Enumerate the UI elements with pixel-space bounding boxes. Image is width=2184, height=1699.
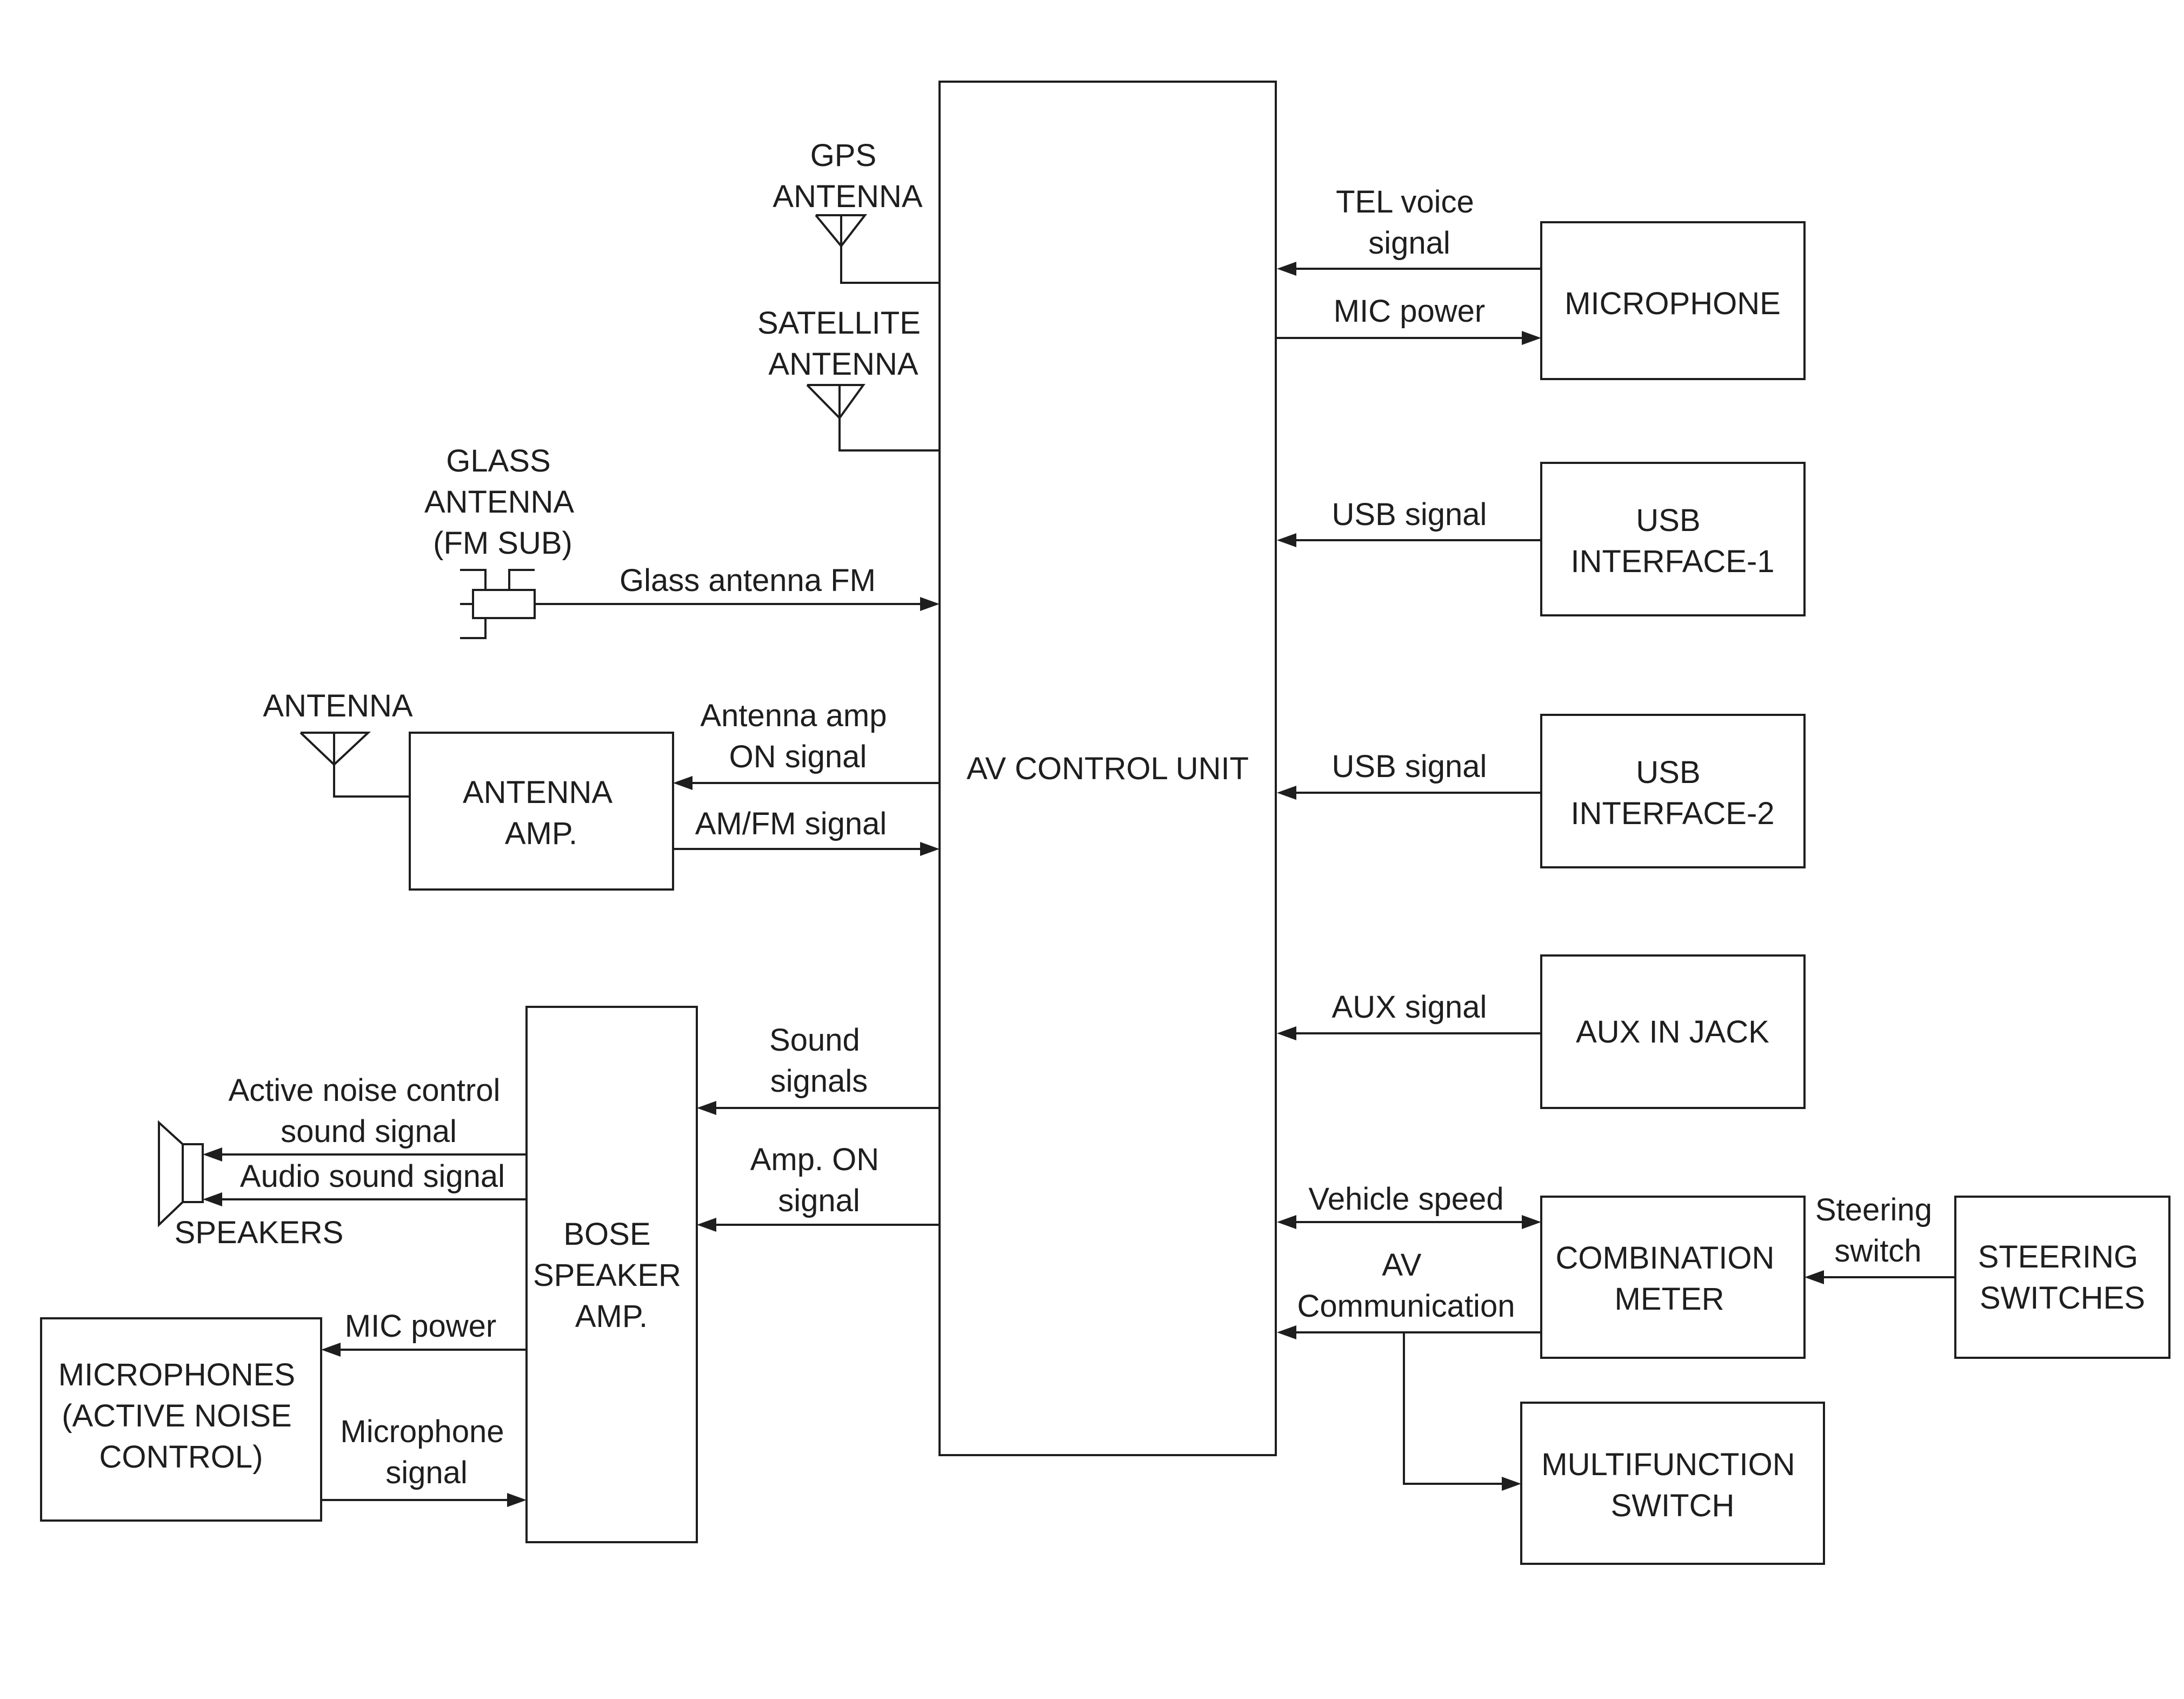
usb-signal-2-arrowhead <box>1277 786 1296 800</box>
av-communication-label: AV Communication <box>1297 1247 1515 1324</box>
combination-meter-label: COMBINATION METER <box>1555 1240 1783 1317</box>
steering-switch-arrowhead <box>1805 1270 1824 1284</box>
mic-power-right-arrowhead <box>1522 331 1541 345</box>
steering-switches-box <box>1954 1196 2170 1359</box>
aux-in-jack-box <box>1540 954 1806 1109</box>
speakers-label: SPEAKERS <box>175 1215 344 1250</box>
bose-speaker-amp-box <box>525 1006 698 1543</box>
microphones-anc-label: MICROPHONES (ACTIVE NOISE CONTROL) <box>58 1357 304 1475</box>
audio-sound-label: Audio sound signal <box>240 1159 505 1194</box>
gps-antenna-label: GPS ANTENNA <box>773 138 922 214</box>
usb-signal-1-arrowhead <box>1277 533 1296 547</box>
mic-power-right-label: MIC power <box>1334 294 1485 329</box>
am-fm-signal-arrowhead <box>920 842 940 856</box>
antenna-icon <box>299 732 410 798</box>
steering-switch-label: Steering switch <box>1815 1192 1941 1269</box>
microphones-anc-box <box>40 1317 322 1522</box>
glass-antenna-fm-arrowhead <box>920 597 940 611</box>
antenna-label: ANTENNA <box>263 688 412 724</box>
glass-antenna-label: GLASS ANTENNA (FM SUB) <box>424 443 581 561</box>
sound-signals-label: Sound signals <box>769 1023 869 1099</box>
am-fm-signal-label: AM/FM signal <box>695 806 887 841</box>
microphone-signal-arrowhead <box>507 1493 527 1507</box>
antenna-amp-label: ANTENNA AMP. <box>463 775 620 851</box>
microphone-signal-label: Microphone signal <box>340 1414 512 1490</box>
mic-power-left-label: MIC power <box>345 1309 496 1344</box>
satellite-antenna-label: SATELLITE ANTENNA <box>757 306 929 382</box>
antenna-amp-box <box>409 732 674 891</box>
satellite-antenna-icon <box>806 384 940 452</box>
steering-switches-label: STEERING SWITCHES <box>1978 1239 2147 1316</box>
multifunction-switch-label: MULTIFUNCTION SWITCH <box>1541 1447 1803 1523</box>
aux-in-jack-label: AUX IN JACK <box>1576 1014 1769 1050</box>
active-noise-sound-arrowhead <box>203 1147 222 1162</box>
usb-interface-1-label: USB INTERFACE-1 <box>1570 503 1774 579</box>
amp-on-signal-arrowhead <box>697 1218 716 1232</box>
glass-antenna-fm-label: Glass antenna FM <box>620 563 876 598</box>
mic-power-left-arrowhead <box>321 1343 341 1357</box>
av-communication-arrowhead <box>1277 1325 1296 1339</box>
tel-voice-label: TEL voice signal <box>1336 184 1483 261</box>
tel-voice-arrowhead <box>1277 262 1296 276</box>
microphone-label: MICROPHONE <box>1564 286 1781 321</box>
usb-interface-1-box <box>1540 462 1806 616</box>
usb-signal-2-label: USB signal <box>1332 749 1487 784</box>
gps-antenna-icon <box>815 214 940 284</box>
active-noise-sound-label: Active noise control sound signal <box>228 1073 509 1149</box>
antenna-amp-on-arrowhead <box>673 776 693 790</box>
usb-signal-1-label: USB signal <box>1332 497 1487 532</box>
multifunction-switch-box <box>1520 1402 1825 1565</box>
vehicle-speed-label: Vehicle speed <box>1308 1182 1503 1217</box>
av-control-unit-label: AV CONTROL UNIT <box>967 751 1249 786</box>
amp-on-signal-label: Amp. ON signal <box>750 1142 888 1218</box>
sound-signals-arrowhead <box>697 1101 716 1115</box>
av-control-unit-box <box>938 81 1277 1456</box>
usb-interface-2-box <box>1540 714 1806 868</box>
aux-signal-arrowhead <box>1277 1026 1296 1040</box>
audio-sound-arrowhead <box>203 1192 222 1206</box>
aux-signal-label: AUX signal <box>1332 990 1487 1025</box>
glass-antenna-icon <box>460 569 536 639</box>
speaker-icon <box>158 1120 204 1227</box>
av-communication-branch-line <box>1403 1332 1503 1485</box>
microphone-box <box>1540 221 1806 380</box>
combination-meter-box <box>1540 1196 1806 1359</box>
av-communication-branch-arrowhead <box>1502 1477 1521 1491</box>
antenna-amp-on-label: Antenna amp ON signal <box>700 698 895 774</box>
vehicle-speed-arrowhead-left <box>1277 1215 1296 1229</box>
usb-interface-2-label: USB INTERFACE-2 <box>1570 755 1774 831</box>
bose-speaker-amp-label: BOSE SPEAKER AMP. <box>533 1217 690 1334</box>
vehicle-speed-arrowhead-right <box>1522 1215 1541 1229</box>
